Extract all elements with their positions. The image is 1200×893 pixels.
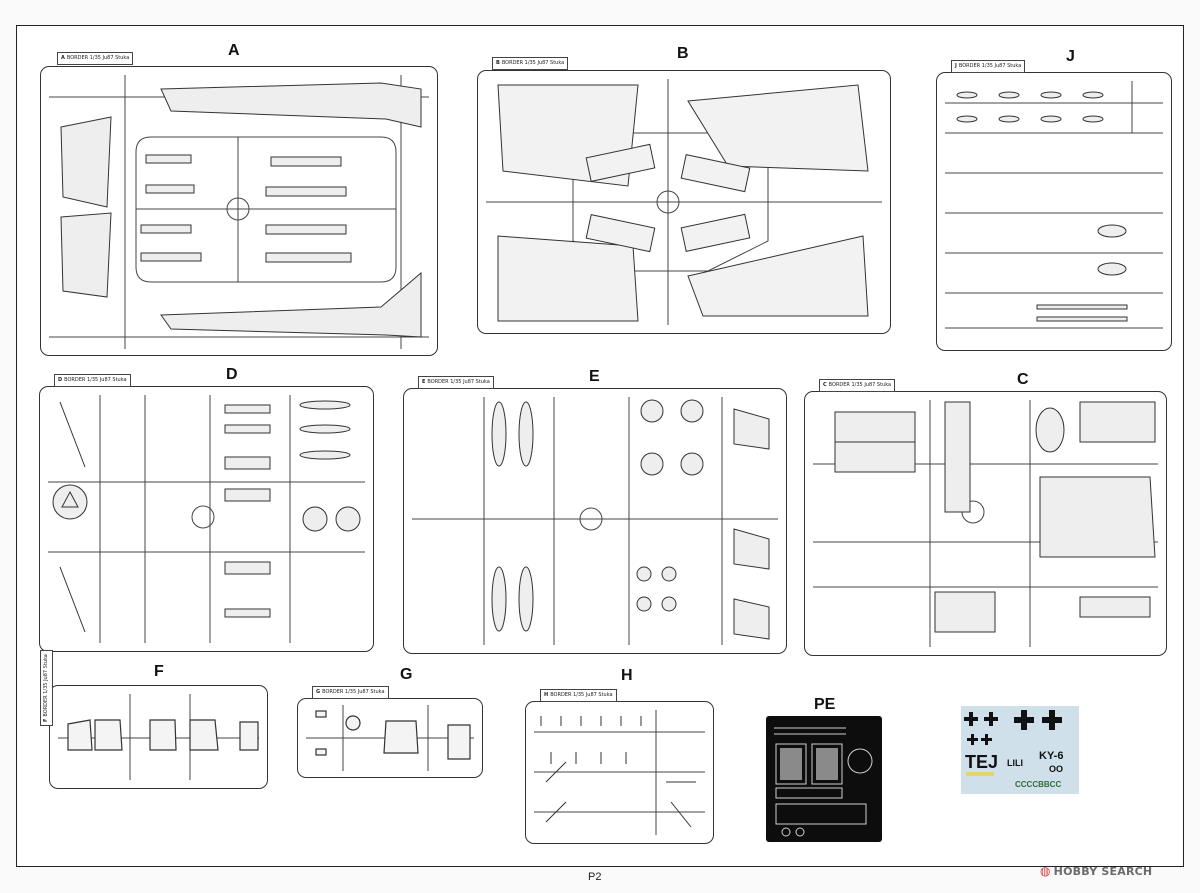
sprue-letter-f: F: [154, 663, 164, 680]
watermark-logo-icon: ◍: [1040, 864, 1051, 878]
watermark: ◍HOBBY SEARCH: [1040, 864, 1152, 878]
sprue-f: FBORDER 1/35 Ju87 Stuka: [40, 650, 268, 789]
sprue-g-parts: [306, 705, 474, 771]
page-number: P2: [588, 871, 602, 883]
sprue-letter-c: C: [1017, 371, 1029, 388]
sprue-c-parts: [813, 400, 1158, 647]
sprue-letter-h: H: [621, 667, 633, 684]
pe-fret-parts: [774, 727, 873, 837]
decal-sheet: TEJ LILI KY-6 OO CCCCBBCC: [961, 706, 1079, 794]
sprue-e-parts: [412, 397, 778, 645]
pe-label: PE: [814, 696, 836, 713]
decal-crosses: [964, 710, 1062, 776]
decal-code-bottom: CCCCBBCC: [1015, 780, 1062, 789]
sprue-letter-e: E: [589, 368, 600, 385]
decal-code-right: KY-6: [1039, 750, 1064, 762]
sprue-j-parts: [945, 81, 1163, 329]
sprue-f-parts: [58, 694, 259, 780]
sprue-letter-g: G: [400, 666, 413, 683]
sprue-d-parts: [48, 395, 365, 643]
sprue-b-parts: [486, 79, 882, 325]
decal-code-left: TEJ: [965, 752, 999, 772]
sprue-letter-j: J: [1066, 48, 1075, 65]
photo-etch-fret: [766, 716, 882, 842]
sprue-letter-b: B: [677, 45, 689, 62]
sprue-a-parts: [49, 75, 429, 349]
decal-code-oo: OO: [1049, 764, 1064, 774]
sprue-letter-d: D: [226, 366, 238, 383]
sprue-h-parts: [534, 710, 705, 835]
sprue-letter-a: A: [228, 42, 240, 59]
watermark-text: HOBBY SEARCH: [1053, 865, 1153, 878]
decal-code-mid: LILI: [1007, 758, 1023, 768]
